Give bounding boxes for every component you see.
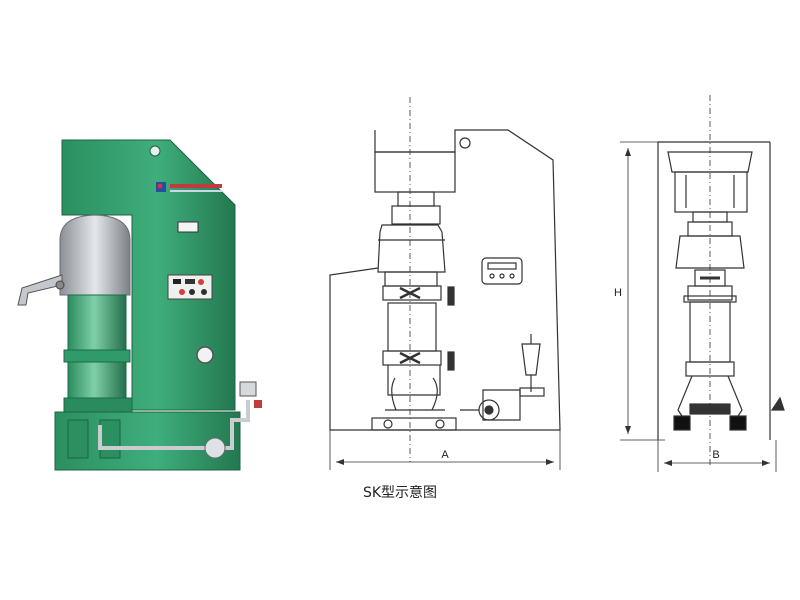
side-base-plate bbox=[689, 403, 731, 415]
upper-cylinder bbox=[377, 224, 446, 273]
lifting-eye bbox=[149, 145, 161, 157]
machine-photo bbox=[17, 139, 262, 471]
control-panel bbox=[167, 274, 213, 300]
upper-clamp bbox=[382, 285, 442, 301]
grinding-barrel bbox=[387, 302, 437, 352]
nameplate bbox=[177, 221, 199, 233]
lower-clamp bbox=[382, 350, 442, 366]
control-box-outline bbox=[481, 257, 523, 285]
grinding-column bbox=[67, 294, 127, 351]
feed-arm bbox=[17, 274, 63, 306]
dim-label-a: A bbox=[441, 449, 449, 461]
front-elevation-drawing bbox=[329, 97, 561, 470]
motor-block bbox=[374, 151, 456, 193]
pump-valve bbox=[204, 437, 226, 459]
dim-label-h: H bbox=[614, 287, 622, 299]
machine-housing bbox=[61, 139, 236, 411]
frame-outline bbox=[329, 129, 561, 431]
pipe-valve bbox=[239, 381, 257, 397]
motor-cover bbox=[59, 214, 131, 296]
side-elevation-drawing bbox=[620, 95, 785, 472]
dim-label-b: B bbox=[712, 449, 719, 461]
brand-logo bbox=[156, 182, 222, 192]
figure-caption: SK型示意图 bbox=[362, 485, 438, 501]
cooling-pipe bbox=[98, 400, 250, 450]
pressure-gauge bbox=[196, 346, 214, 364]
side-motor-hood bbox=[667, 151, 753, 173]
side-upper-cylinder bbox=[675, 235, 745, 269]
oil-cup bbox=[521, 343, 541, 376]
side-frame-outline bbox=[657, 141, 771, 440]
